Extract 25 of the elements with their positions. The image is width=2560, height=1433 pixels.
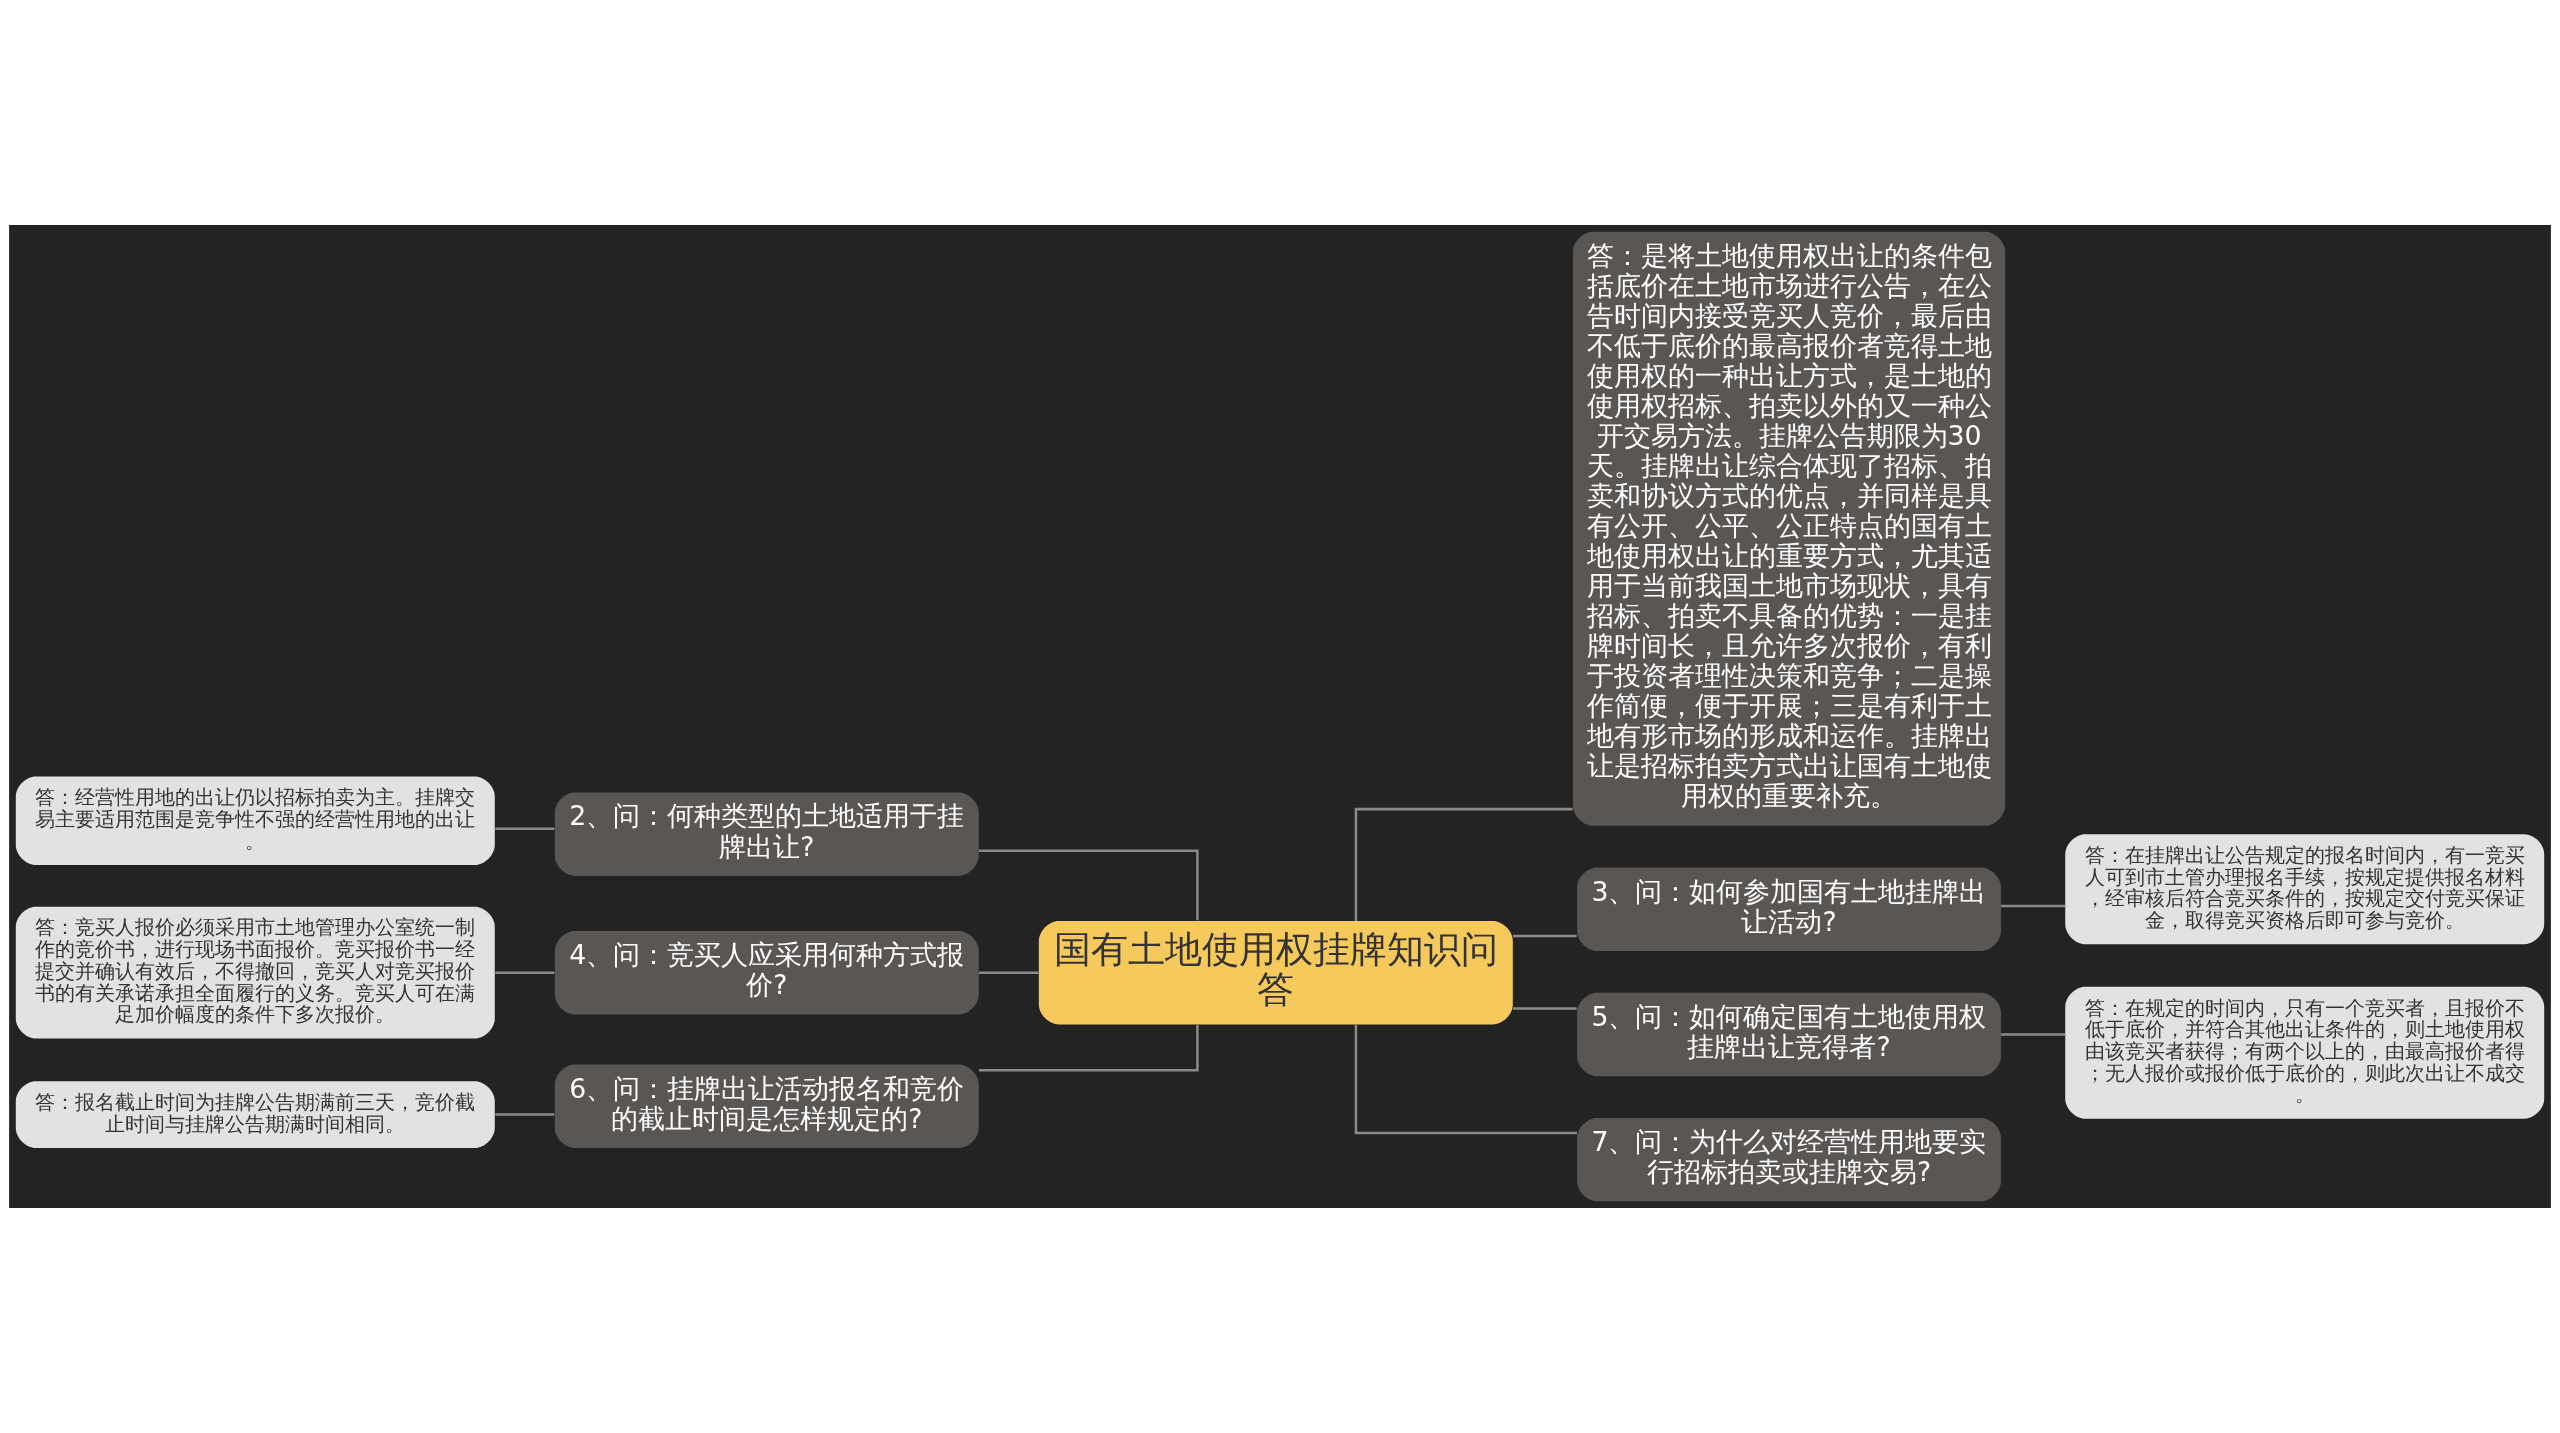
node-box: 4、问：竞买人应采用何种方式报价?: [554, 930, 979, 1015]
connector: [2001, 904, 2066, 908]
node-box: 7、问：为什么对经营性用地要实行招标拍卖或挂牌交易?: [1577, 1117, 2001, 1202]
node-box: 答：竞买人报价必须采用市土地管理办公室统一制作的竞价书，进行现场书面报价。竞买报价书一经提交并确认有效后，不得撤回，竞买人对竞买报价书的有关承诺承担全面履行的义务。竞买人可在满足加价幅度的条件下多次报价。: [15, 906, 495, 1039]
node-box: 答：是将土地使用权出让的条件包括底价在土地市场进行公告，在公告时间内接受竞买人竞价，最后由不低于底价的最高报价者竞得土地使用权的一种出让方式，是土地的使用权招标、拍卖以外的又一种公开交易方法。挂牌公告期限为30天。挂牌出让综合体现了招标、拍卖和协议方式的优点，并同样是具有公开、公平、公正特点的国有土地使用权出让的重要方式，尤其适用于当前我国土地市场现状，具有招标、拍卖不具备的优势：一是挂牌时间长，且允许多次报价，有利于投资者理性决策和竞争；二是操作简便，便于开展；三是有利于土地有形市场的形成和运作。挂牌出让是招标拍卖方式出让国有土地使用权的重要补充。: [1572, 231, 2006, 826]
node-box: 答：在规定的时间内，只有一个竞买者，且报价不低于底价，并符合其他出让条件的，则土地使用权由该竞买者获得；有两个以上的，由最高报价者得；无人报价或报价低于底价的，则此次出让不成交。: [2065, 986, 2545, 1119]
node-box: 答：报名截止时间为挂牌公告期满前三天，竞价截止时间与挂牌公告期满时间相同。: [15, 1081, 495, 1148]
connector: [2001, 1033, 2066, 1036]
connector: [1354, 1024, 1577, 1135]
connector: [495, 1113, 555, 1116]
connector: [495, 971, 555, 974]
connector: [495, 827, 555, 830]
connector: [979, 971, 1039, 974]
node-box: 答：在挂牌出让公告规定的报名时间内，有一竞买人可到市土管办理报名手续，按规定提供报名材料，经审核后符合竞买条件的，按规定交付竞买保证金，取得竞买资格后即可参与竞价。: [2065, 834, 2545, 945]
node-box: 答：经营性用地的出让仍以招标拍卖为主。挂牌交易主要适用范围是竞争性不强的经营性用地的出让。: [15, 776, 495, 866]
connector: [1512, 1007, 1577, 1010]
node-box: 3、问：如何参加国有土地挂牌出让活动?: [1577, 867, 2001, 951]
node-box: 2、问：何种类型的土地适用于挂牌出让?: [554, 792, 979, 876]
node-box: 6、问：挂牌出让活动报名和竞价的截止时间是怎样规定的?: [554, 1064, 979, 1148]
connector: [978, 1024, 1199, 1072]
node-box: 国有土地使用权挂牌知识问答: [1038, 920, 1513, 1025]
connector: [1512, 934, 1577, 938]
connector: [978, 849, 1199, 921]
node-box: 5、问：如何确定国有土地使用权挂牌出让竞得者?: [1577, 992, 2001, 1077]
connector: [1354, 807, 1573, 921]
